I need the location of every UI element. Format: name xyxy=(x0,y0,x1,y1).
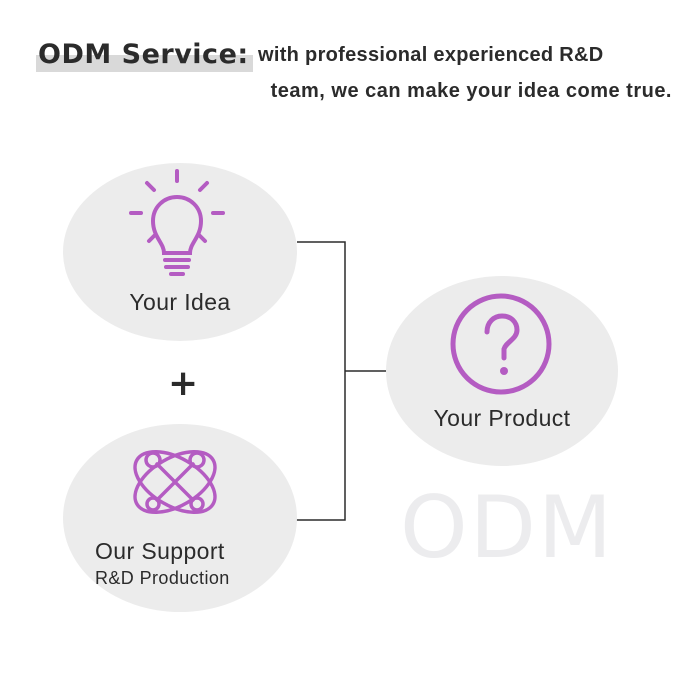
lightbulb-icon xyxy=(129,169,225,276)
support-sublabel: R&D Production xyxy=(95,568,230,588)
plus-symbol: + xyxy=(168,363,199,404)
idea-label: Your Idea xyxy=(129,289,231,315)
support-circle: Our Support R&D Production xyxy=(63,424,297,612)
tools-orbit-icon xyxy=(133,449,217,515)
product-circle: Your Product xyxy=(386,276,618,466)
tagline-line-2: team, we can make your idea come true. xyxy=(270,80,672,102)
product-label: Your Product xyxy=(433,405,571,431)
service-title: ODM Service: xyxy=(36,38,253,72)
support-label: Our Support xyxy=(95,538,225,564)
headline: ODM Service: with professional experienc… xyxy=(36,38,676,118)
tagline-line-1: with professional experienced R&D xyxy=(258,44,604,66)
idea-circle: Your Idea xyxy=(63,163,297,341)
question-mark-icon xyxy=(450,293,552,395)
odm-watermark: ODM xyxy=(400,478,615,578)
